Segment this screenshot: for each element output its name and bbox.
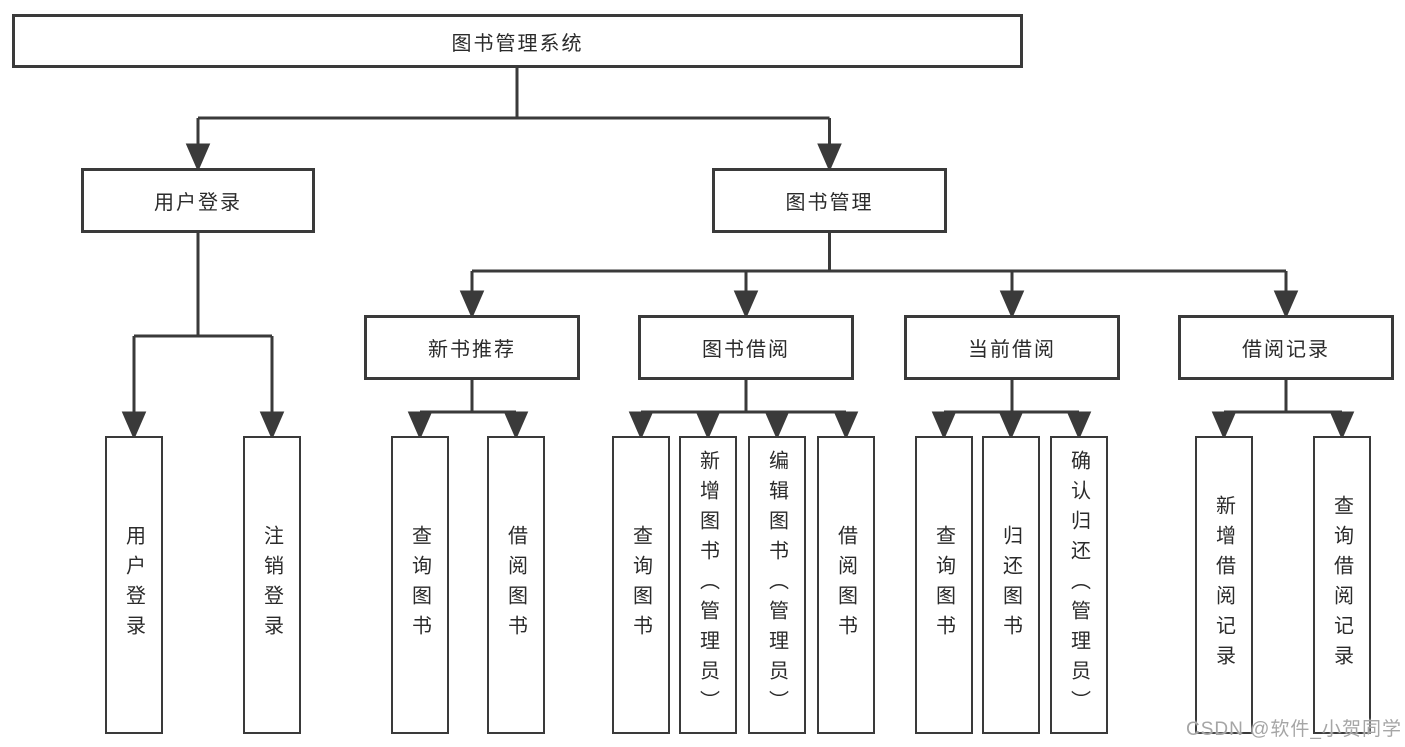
leaf-user-login: 用户登录 xyxy=(105,436,163,734)
arrowheads-current-borrow-leaves xyxy=(931,411,1092,440)
csdn-watermark: CSDN @软件_小贺同学 xyxy=(1186,719,1402,740)
arrowheads-level2 xyxy=(185,118,842,172)
leaf-label: 借阅图书 xyxy=(504,525,527,645)
node-user-login: 用户登录 xyxy=(81,168,315,233)
leaf-label: 新增图书（管理员） xyxy=(696,450,719,720)
leaf-label: 查询图书 xyxy=(408,525,431,645)
leaf-label: 用户登录 xyxy=(122,525,145,645)
leaf-label: 查询图书 xyxy=(629,525,652,645)
node-book-management: 图书管理 xyxy=(712,168,947,233)
connector-new-book-branch xyxy=(420,380,516,414)
leaf-label: 注销登录 xyxy=(260,525,283,645)
leaf-label: 归还图书 xyxy=(999,525,1022,645)
leaf-query-books-borrow: 查询图书 xyxy=(612,436,670,734)
node-book-borrow: 图书借阅 xyxy=(638,315,854,380)
leaf-label: 新增借阅记录 xyxy=(1212,495,1235,675)
connector-book-borrow-branch xyxy=(641,380,846,414)
leaf-label: 查询借阅记录 xyxy=(1330,495,1353,675)
connector-book-mgmt-branch xyxy=(472,233,1286,273)
leaf-label: 查询图书 xyxy=(932,525,955,645)
arrowheads-new-book-leaves xyxy=(407,411,529,440)
leaf-query-books-recommend: 查询图书 xyxy=(391,436,449,734)
leaf-confirm-return-admin: 确认归还（管理员） xyxy=(1050,436,1108,734)
node-borrow-records: 借阅记录 xyxy=(1178,315,1394,380)
leaf-query-books-current: 查询图书 xyxy=(915,436,973,734)
leaf-add-books-admin: 新增图书（管理员） xyxy=(679,436,737,734)
leaf-label: 确认归还（管理员） xyxy=(1067,450,1090,720)
arrowheads-book-borrow-leaves xyxy=(628,411,859,440)
node-current-borrow: 当前借阅 xyxy=(904,315,1120,380)
arrowheads-borrow-record-leaves xyxy=(1211,411,1355,440)
leaf-label: 借阅图书 xyxy=(834,525,857,645)
leaf-borrow-books-recommend: 借阅图书 xyxy=(487,436,545,734)
arrowheads-user-login-leaves xyxy=(121,336,285,440)
leaf-return-books: 归还图书 xyxy=(982,436,1040,734)
connector-borrow-record-branch xyxy=(1224,380,1342,414)
leaf-borrow-books: 借阅图书 xyxy=(817,436,875,734)
connector-current-borrow-branch xyxy=(944,380,1079,414)
leaf-label: 编辑图书（管理员） xyxy=(765,450,788,720)
connector-root-branch xyxy=(198,68,830,120)
node-root-system: 图书管理系统 xyxy=(12,14,1023,68)
leaf-add-borrow-record: 新增借阅记录 xyxy=(1195,436,1253,734)
leaf-logout: 注销登录 xyxy=(243,436,301,734)
arrowheads-level3 xyxy=(459,271,1299,319)
node-new-book-recommend: 新书推荐 xyxy=(364,315,580,380)
leaf-edit-books-admin: 编辑图书（管理员） xyxy=(748,436,806,734)
leaf-query-borrow-record: 查询借阅记录 xyxy=(1313,436,1371,734)
connector-user-login-branch xyxy=(134,233,272,338)
